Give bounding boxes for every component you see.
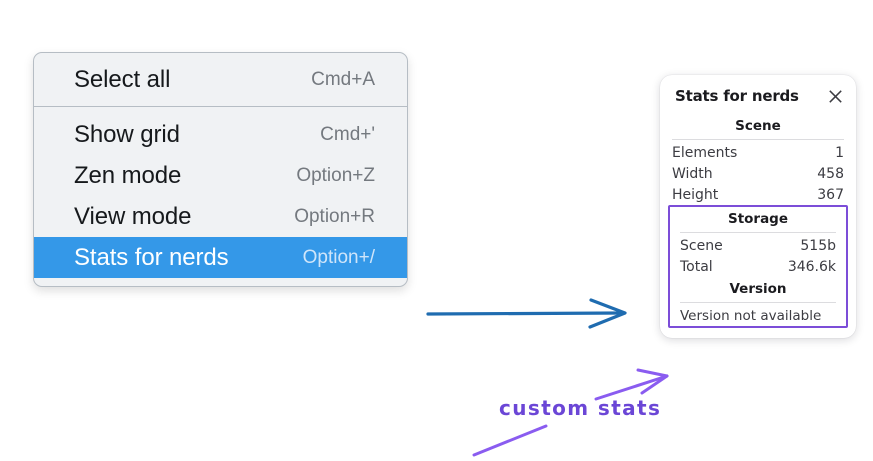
stat-key: Width [672,165,713,182]
stat-row: Elements 1 [672,142,844,163]
stat-value: 346.6k [787,258,836,275]
menu-item-shortcut: Option+R [294,205,375,227]
custom-stats-annotation-label: custom stats [499,396,662,420]
menu-section-1: Select all Cmd+A [34,59,407,100]
menu-item-select-all[interactable]: Select all Cmd+A [34,59,407,100]
purple-underline-stroke [472,424,548,457]
stat-value: 515b [800,237,836,254]
menu-item-shortcut: Option+Z [296,164,375,186]
menu-item-zen-mode[interactable]: Zen mode Option+Z [34,155,407,196]
divider [680,302,836,303]
context-menu[interactable]: Select all Cmd+A Show grid Cmd+' Zen mod… [33,52,408,287]
stats-group-title: Storage [727,211,789,227]
menu-item-shortcut: Option+/ [302,246,375,268]
stat-value: 1 [835,144,844,161]
stat-row: Total 346.6k [680,256,836,277]
stats-panel-title: Stats for nerds [675,87,799,105]
menu-item-view-mode[interactable]: View mode Option+R [34,196,407,237]
menu-item-label: Select all [74,65,171,93]
stat-key: Height [672,186,719,203]
menu-item-show-grid[interactable]: Show grid Cmd+' [34,114,407,155]
stat-row: Scene 515b [680,235,836,256]
blue-arrow-icon [426,298,627,329]
divider [672,139,844,140]
version-not-available-text: Version not available [680,308,822,324]
stats-panel-header: Stats for nerds [660,87,856,105]
stat-key: Elements [672,144,738,161]
divider [680,232,836,233]
stats-group-title: Scene [735,118,781,134]
purple-arrow-icon [594,368,669,401]
stat-key: Scene [680,237,723,254]
menu-item-stats-for-nerds[interactable]: Stats for nerds Option+/ [34,237,407,278]
stats-for-nerds-panel: Stats for nerds Scene Elements 1 Width 4… [660,75,856,338]
custom-stats-highlight-box: Storage Scene 515b Total 346.6k Version … [668,205,848,328]
menu-item-label: Show grid [74,120,180,148]
menu-item-shortcut: Cmd+A [311,68,375,90]
stats-group-scene: Scene Elements 1 Width 458 Height 367 [660,114,856,205]
close-icon[interactable] [828,89,843,104]
menu-item-label: Zen mode [74,161,182,189]
stats-group-title: Version [729,281,787,297]
stat-row: Height 367 [672,184,844,205]
stat-value: 458 [817,165,844,182]
menu-item-label: Stats for nerds [74,243,229,271]
stat-key: Total [680,258,713,275]
stat-value: 367 [817,186,844,203]
menu-item-label: View mode [74,202,192,230]
menu-item-shortcut: Cmd+' [320,123,375,145]
menu-section-2: Show grid Cmd+' Zen mode Option+Z View m… [34,114,407,278]
menu-divider [34,106,407,107]
stat-row: Width 458 [672,163,844,184]
